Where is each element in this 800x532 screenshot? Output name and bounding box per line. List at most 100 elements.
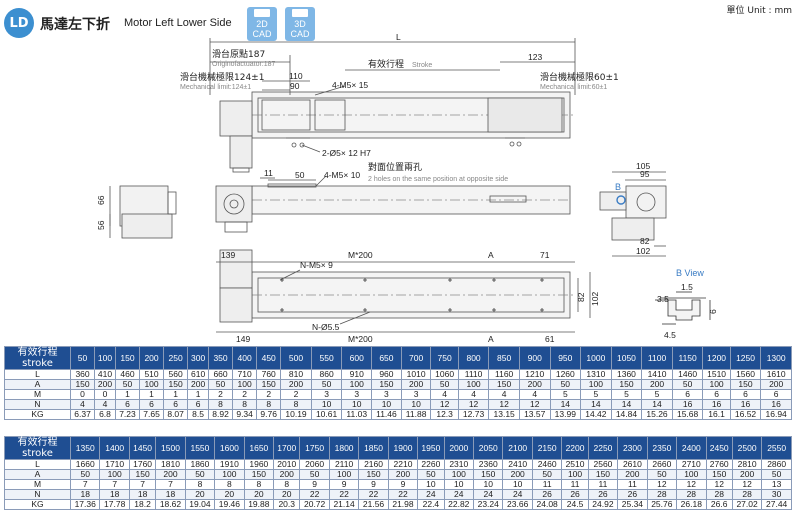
b-view-dim-15: 1.5 bbox=[681, 282, 693, 292]
table-cell: 17.36 bbox=[69, 499, 101, 510]
table-cell: 760 bbox=[256, 369, 282, 380]
stroke-column-header: 850 bbox=[488, 346, 520, 370]
a-bottom: A bbox=[488, 334, 494, 344]
table-cell: 150 bbox=[358, 469, 389, 480]
table-cell: 6.37 bbox=[69, 409, 96, 420]
table-cell: 11.88 bbox=[400, 409, 432, 420]
table-cell: 0 bbox=[69, 389, 96, 400]
table-cell: 8 bbox=[243, 479, 275, 490]
b-view-title: B View bbox=[676, 268, 704, 278]
table-cell: 2010 bbox=[273, 459, 301, 470]
cad-2d-download-button[interactable]: 2D CAD bbox=[247, 7, 277, 41]
table-cell: 200 bbox=[617, 469, 648, 480]
table-cell: 18 bbox=[99, 489, 130, 500]
table-cell: 8.5 bbox=[187, 409, 209, 420]
table-cell: 8 bbox=[273, 479, 301, 490]
table-cell: 200 bbox=[518, 379, 551, 390]
table-cell: 25.76 bbox=[646, 499, 678, 510]
table-cell: 14 bbox=[549, 399, 582, 410]
table-cell: 14 bbox=[580, 399, 612, 410]
table-cell: 100 bbox=[99, 469, 130, 480]
table-cell: 7 bbox=[128, 479, 157, 490]
table-cell: 27.02 bbox=[731, 499, 763, 510]
table-cell: 200 bbox=[273, 469, 301, 480]
table-cell: 18.62 bbox=[155, 499, 186, 510]
table-cell: 200 bbox=[155, 469, 186, 480]
stroke-column-header: 2250 bbox=[587, 436, 619, 460]
stroke-column-header: 1250 bbox=[729, 346, 762, 370]
stroke-column-header: 1000 bbox=[580, 346, 612, 370]
table-cell: 2510 bbox=[561, 459, 589, 470]
table-cell: 22 bbox=[358, 489, 389, 500]
table-cell: 3 bbox=[310, 389, 343, 400]
b-view-profile bbox=[655, 291, 711, 325]
b-marker: B bbox=[615, 182, 621, 192]
table-cell: 200 bbox=[400, 379, 432, 390]
stroke-column-header: 1800 bbox=[328, 436, 360, 460]
table-cell: 0 bbox=[94, 389, 116, 400]
table-cell: 10 bbox=[502, 479, 533, 490]
table-cell: 7.65 bbox=[138, 409, 165, 420]
stroke-column-header: 900 bbox=[518, 346, 551, 370]
stroke-column-header: 1950 bbox=[417, 436, 445, 460]
table-cell: 50 bbox=[310, 379, 343, 390]
table-cell: 21.14 bbox=[328, 499, 360, 510]
stroke-column-header: 1850 bbox=[358, 436, 389, 460]
table-cell: 26 bbox=[531, 489, 563, 500]
table-cell: 6 bbox=[702, 389, 731, 400]
dim-149: 149 bbox=[236, 334, 250, 344]
left-end-view bbox=[109, 185, 177, 239]
table-cell: 4 bbox=[94, 399, 116, 410]
stroke-column-header: 200 bbox=[138, 346, 165, 370]
table-cell: 2460 bbox=[531, 459, 563, 470]
table-cell: 7.23 bbox=[114, 409, 141, 420]
dim-95: 95 bbox=[640, 169, 650, 179]
table-cell: 360 bbox=[69, 369, 96, 380]
table-cell: 2160 bbox=[358, 459, 389, 470]
stroke-column-header: 400 bbox=[232, 346, 258, 370]
origin-sub-label: Originofactuator:187 bbox=[212, 61, 276, 68]
table-cell: 14 bbox=[641, 399, 673, 410]
table-cell: 200 bbox=[94, 379, 116, 390]
dim-90: 90 bbox=[290, 81, 300, 91]
table-cell: 9 bbox=[387, 479, 419, 490]
table-cell: 11.03 bbox=[341, 409, 373, 420]
table-cell: 13.15 bbox=[488, 409, 520, 420]
table-cell: 100 bbox=[328, 469, 360, 480]
table-cell: 7 bbox=[69, 479, 101, 490]
table-cell: 2810 bbox=[731, 459, 763, 470]
table-cell: 19.04 bbox=[184, 499, 216, 510]
table-cell: 150 bbox=[705, 469, 733, 480]
table-cell: 100 bbox=[580, 379, 612, 390]
table-cell: 12 bbox=[676, 479, 707, 490]
table-cell: 12 bbox=[705, 479, 733, 490]
table-cell: 16 bbox=[671, 399, 704, 410]
table-cell: 5 bbox=[580, 389, 612, 400]
table-cell: 1560 bbox=[729, 369, 762, 380]
table-cell: 16.52 bbox=[729, 409, 762, 420]
table-cell: 8 bbox=[207, 399, 234, 410]
cad-3d-download-button[interactable]: 3D CAD bbox=[285, 7, 315, 41]
table-cell: 810 bbox=[280, 369, 312, 380]
table-cell: 6 bbox=[187, 399, 209, 410]
stroke-column-header: 2350 bbox=[646, 436, 678, 460]
stroke-column-header: 2200 bbox=[561, 436, 589, 460]
table-cell: 8 bbox=[280, 399, 312, 410]
stroke-column-header: 2150 bbox=[531, 436, 563, 460]
stroke-column-header: 100 bbox=[94, 346, 116, 370]
stroke-column-header: 300 bbox=[187, 346, 209, 370]
table-cell: 860 bbox=[310, 369, 343, 380]
table-cell: 13.57 bbox=[518, 409, 551, 420]
table-cell: 1 bbox=[163, 389, 189, 400]
table-cell: 100 bbox=[232, 379, 258, 390]
table-cell: 9.34 bbox=[232, 409, 258, 420]
table-cell: 12 bbox=[457, 399, 490, 410]
table-cell: 24.5 bbox=[561, 499, 589, 510]
table-cell: 18 bbox=[155, 489, 186, 500]
table-cell: 24 bbox=[473, 489, 504, 500]
table-cell: 4 bbox=[69, 399, 96, 410]
stroke-column-header: 1400 bbox=[99, 436, 130, 460]
